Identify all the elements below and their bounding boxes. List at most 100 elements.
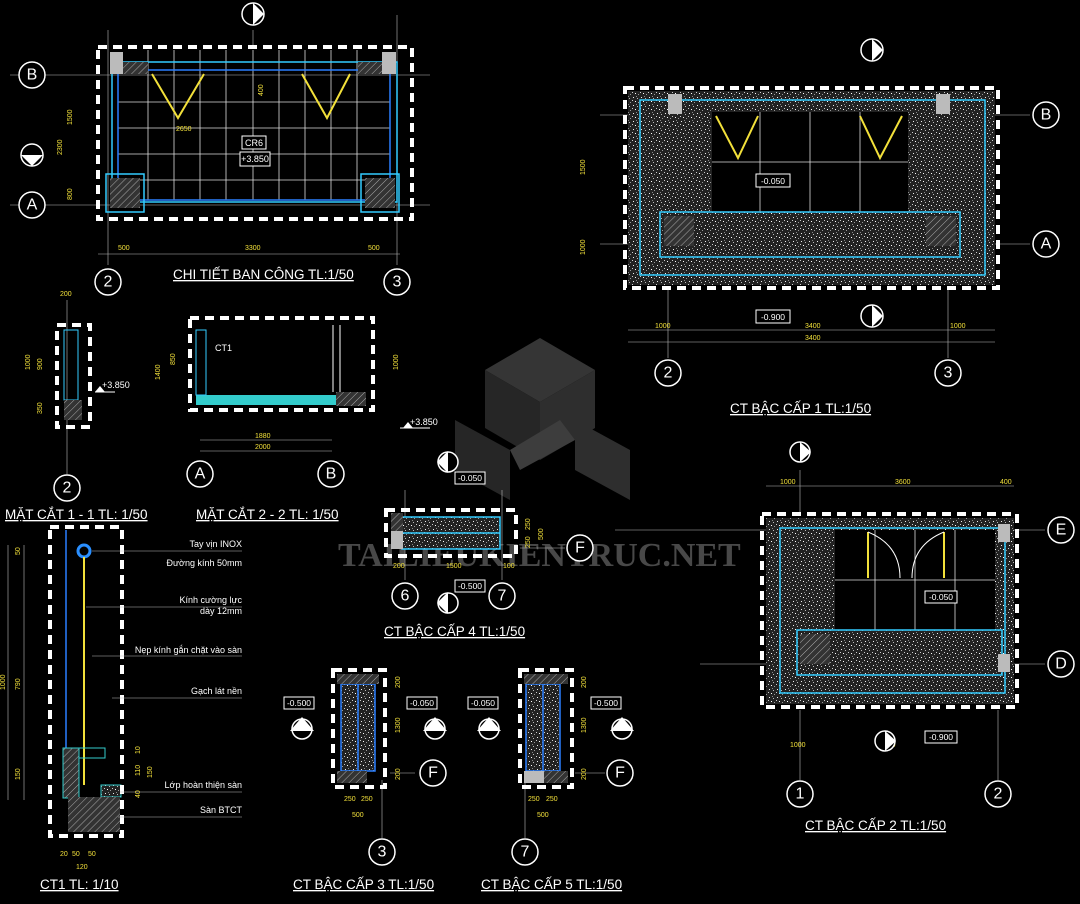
step4-level: -0.050 [458, 473, 482, 483]
dim: 1000 [393, 354, 400, 370]
axis-bubble-1: 1 [786, 780, 814, 808]
dim: 1500 [67, 109, 74, 125]
axis-bubble-2: 2 [53, 474, 81, 502]
dim: 50 [88, 851, 96, 858]
label: B [1041, 107, 1052, 124]
axis-bubble-2: 2 [984, 780, 1012, 808]
dim: 3400 [805, 335, 821, 342]
dim: 500 [538, 528, 545, 540]
axis-bubble-a: A [18, 191, 46, 219]
section-marker-icon [437, 592, 459, 614]
tag-cr6: CR6 [245, 138, 263, 148]
dim: 200 [395, 768, 402, 780]
ct1-note: Nẹp kính gắn chặt vào sàn [135, 645, 242, 655]
step2-plan: -0.050 -0.900 3600 2500 1000 1000 400 E … [615, 441, 1075, 833]
step5-level: -0.500 [594, 698, 618, 708]
label: 3 [378, 844, 387, 861]
dim: 400 [258, 84, 265, 96]
balcony-level: +3.850 [241, 154, 269, 164]
dim: 10 [135, 746, 142, 754]
label: +3.850 [410, 417, 438, 427]
section-marker-b-left: B [290, 717, 314, 740]
step1-title: CT BẬC CẤP 1 TL:1/50 [730, 401, 871, 416]
dim: 120 [76, 864, 88, 871]
dim: 200 [393, 563, 405, 570]
label: 1 [796, 786, 805, 803]
dim: 110 [135, 765, 142, 776]
label: F [575, 540, 585, 557]
dim: 2650 [176, 126, 192, 133]
dim: 200 [60, 291, 72, 298]
dim: 350 [37, 402, 44, 414]
dim: 850 [170, 353, 177, 365]
dim: 200 [395, 676, 402, 688]
axis-bubble-6: 6 [391, 582, 419, 610]
axis-bubble-b: B [18, 61, 46, 89]
axis-bubble-d: D [1047, 650, 1075, 678]
label: B [299, 721, 305, 731]
dim: 1300 [395, 717, 402, 733]
label: 2 [664, 365, 673, 382]
tile-grid [118, 50, 390, 200]
section11-level: +3.850 [102, 380, 130, 390]
axis-bubble-f: F [419, 759, 447, 787]
dim: 500 [118, 245, 130, 252]
dim: 500 [537, 812, 549, 819]
dim: 250 [525, 536, 532, 548]
dim: 20 [60, 851, 68, 858]
watermark-logo [455, 338, 630, 500]
dim: 150 [147, 766, 154, 778]
dim: 250 [344, 796, 356, 803]
section-marker-icon [860, 38, 884, 62]
axis-bubble-3: 3 [383, 268, 411, 296]
dim: 100 [503, 563, 515, 570]
section-marker-icon [20, 143, 44, 167]
dim: 250 [525, 518, 532, 530]
axis-bubble-3: 3 [934, 359, 962, 387]
step4-title: CT BẬC CẤP 4 TL:1/50 [384, 624, 525, 639]
step5-level: -0.050 [471, 698, 495, 708]
dim: 1300 [581, 717, 588, 733]
label: A [27, 197, 38, 214]
dim: 1400 [155, 364, 162, 380]
section-marker-icon [874, 730, 896, 752]
label: E [1056, 522, 1067, 539]
dim: 50 [72, 851, 80, 858]
label: B [326, 466, 337, 483]
axis-bubble-a: A [1032, 230, 1060, 258]
label: B [619, 721, 625, 731]
section-marker-icon [241, 2, 265, 26]
ct1-note: Gạch lát nền [191, 686, 242, 696]
ct1-note: dày 12mm [200, 606, 242, 616]
dim: 250 [528, 796, 540, 803]
dim: 150 [15, 768, 22, 780]
dim: 1500 [446, 563, 462, 570]
ct1-note: Sàn BTCT [200, 805, 243, 815]
balcony-title: CHI TIẾT BAN CÔNG TL:1/50 [173, 267, 354, 282]
axis-bubble-b: B [1032, 101, 1060, 129]
dim: 2300 [57, 139, 64, 155]
ct1-detail: Tay vịn INOX Đường kính 50mm Kính cường … [0, 525, 243, 892]
axis-bubble-3: 3 [368, 838, 396, 866]
label: D [1055, 656, 1067, 673]
ct1-title: CT1 TL: 1/10 [40, 877, 119, 892]
dim: 1000 [655, 323, 671, 330]
dim: 250 [546, 796, 558, 803]
dim: 250 [361, 796, 373, 803]
dim: 1500 [580, 159, 587, 175]
dim: 500 [368, 245, 380, 252]
dim: 2000 [255, 444, 271, 451]
dim: 1000 [950, 323, 966, 330]
axis-bubble-2: 2 [654, 359, 682, 387]
ct1-note: Kính cường lực [180, 595, 243, 605]
step3-title: CT BẬC CẤP 3 TL:1/50 [293, 877, 434, 892]
dim: 40 [135, 790, 142, 798]
label: 6 [401, 588, 410, 605]
level-mark: +3.850 [400, 417, 438, 429]
step4-plan: -0.050 -0.500 200 1500 100 250 250 500 6… [384, 451, 594, 639]
dim: 200 [581, 768, 588, 780]
label: 7 [521, 844, 530, 861]
step3-level: -0.050 [410, 698, 434, 708]
step2-title: CT BẬC CẤP 2 TL:1/50 [805, 818, 946, 833]
